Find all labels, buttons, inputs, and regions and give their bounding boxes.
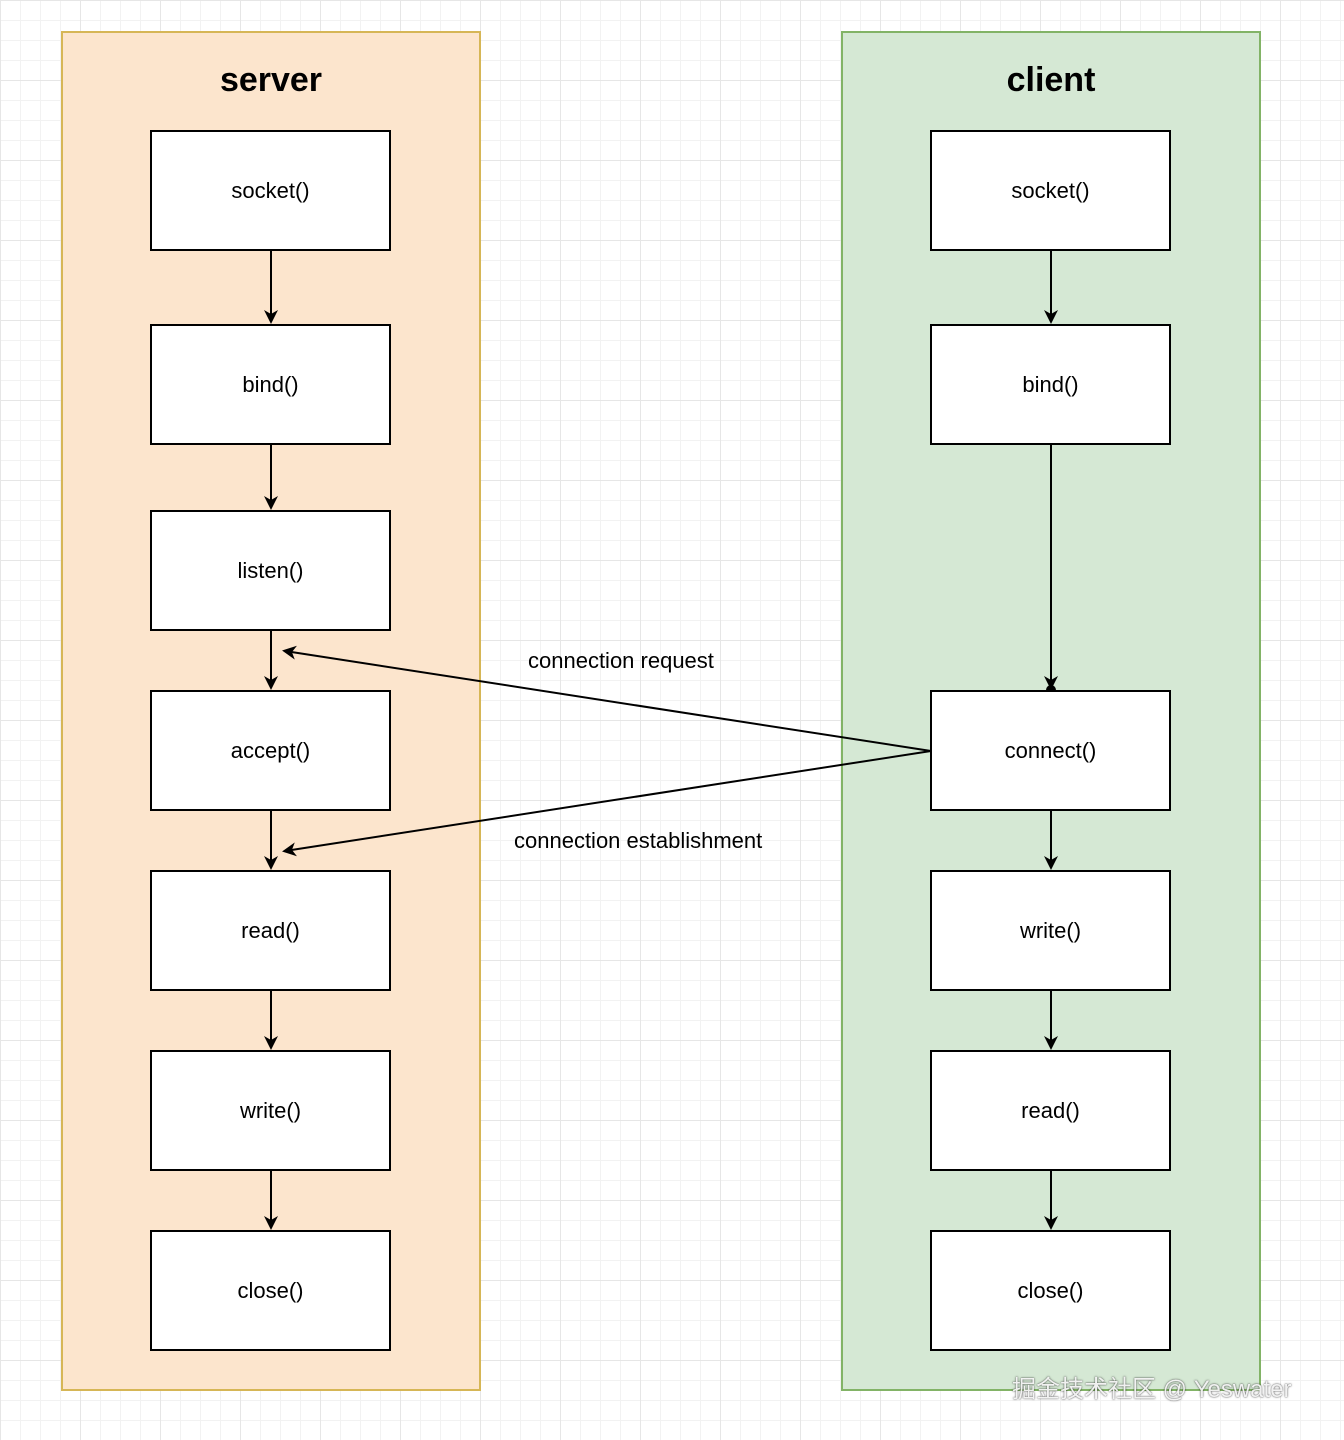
server-lane-title: server (219, 61, 323, 99)
server-node-socket: socket() (150, 130, 391, 251)
client-node-read: read() (930, 1050, 1171, 1171)
server-node-bind: bind() (150, 324, 391, 445)
server-node-listen: listen() (150, 510, 391, 631)
client-node-close: close() (930, 1230, 1171, 1351)
client-lane-title: client (1006, 61, 1096, 99)
server-node-close: close() (150, 1230, 391, 1351)
client-node-connect: connect() (930, 690, 1171, 811)
server-node-accept: accept() (150, 690, 391, 811)
watermark: 掘金技术社区 @ Yeswater (1012, 1376, 1292, 1403)
connection-establishment-label: connection establishment (514, 828, 763, 853)
client-node-socket: socket() (930, 130, 1171, 251)
connection-request-label: connection request (528, 648, 714, 673)
server-node-read: read() (150, 870, 391, 991)
client-node-bind: bind() (930, 324, 1171, 445)
client-node-write: write() (930, 870, 1171, 991)
server-node-write: write() (150, 1050, 391, 1171)
